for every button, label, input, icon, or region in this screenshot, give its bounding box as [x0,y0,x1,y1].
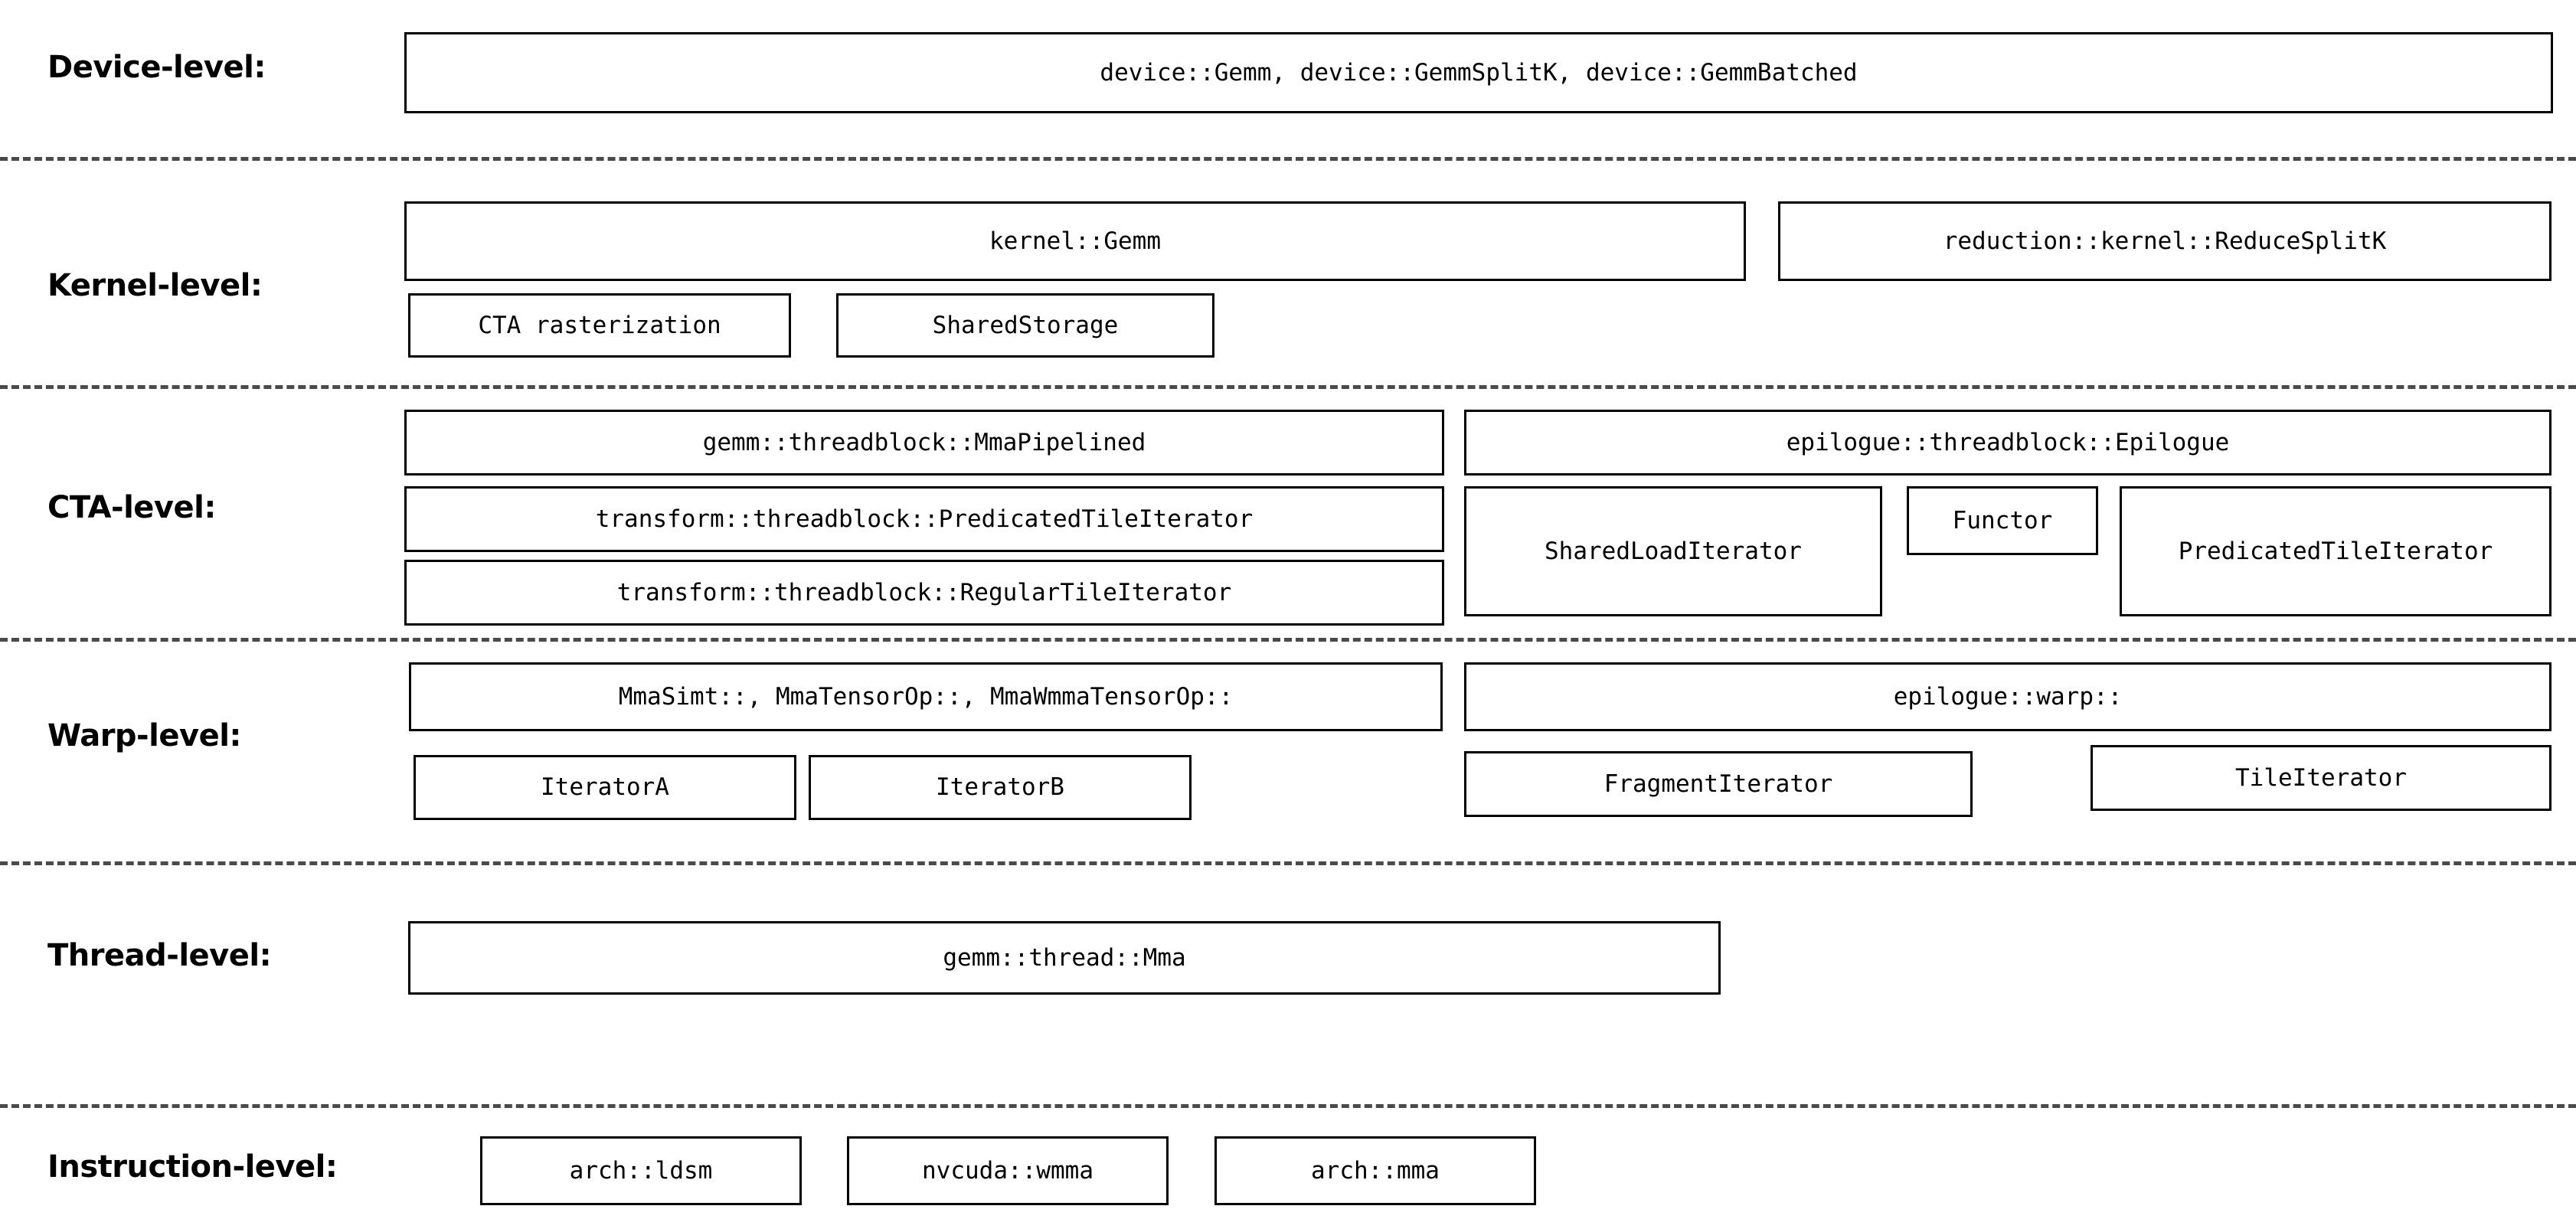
box-warp-mma-ops: MmaSimt::, MmaTensorOp::, MmaWmmaTensorO… [409,662,1443,731]
separator-cta-warp [0,638,2576,642]
box-reduction-kernel-reducesplitk: reduction::kernel::ReduceSplitK [1778,201,2551,281]
level-label-warp: Warp-level: [47,718,241,753]
level-label-device: Device-level: [47,50,266,85]
separator-thread-instruction [0,1104,2576,1108]
row-instruction-level: Instruction-level: arch::ldsm nvcuda::wm… [0,1104,2576,1219]
box-transform-threadblock-regulartileiterator: transform::threadblock::RegularTileItera… [404,560,1444,626]
box-fragment-iterator: FragmentIterator [1464,751,1973,817]
box-iterator-a: IteratorA [414,755,796,820]
level-label-thread: Thread-level: [47,938,272,973]
separator-warp-thread [0,861,2576,865]
row-warp-level: Warp-level: MmaSimt::, MmaTensorOp::, Mm… [0,638,2576,860]
level-label-kernel: Kernel-level: [47,268,263,303]
box-tile-iterator: TileIterator [2091,745,2551,811]
box-cta-rasterization: CTA rasterization [408,293,791,358]
box-nvcuda-wmma: nvcuda::wmma [847,1136,1169,1205]
box-gemm-thread-mma: gemm::thread::Mma [408,921,1721,995]
box-arch-ldsm: arch::ldsm [480,1136,802,1205]
box-arch-mma: arch::mma [1214,1136,1536,1205]
box-epilogue-predicatedtileiterator: PredicatedTileIterator [2120,486,2551,616]
box-shared-load-iterator: SharedLoadIterator [1464,486,1882,616]
box-epilogue-warp: epilogue::warp:: [1464,662,2551,731]
box-device-gemm: device::Gemm, device::GemmSplitK, device… [404,32,2553,113]
row-thread-level: Thread-level: gemm::thread::Mma [0,861,2576,1100]
row-kernel-level: Kernel-level: kernel::Gemm reduction::ke… [0,157,2576,384]
box-iterator-b: IteratorB [809,755,1192,820]
box-gemm-threadblock-mmapipelined: gemm::threadblock::MmaPipelined [404,410,1444,476]
row-device-level: Device-level: device::Gemm, device::Gemm… [0,0,2576,153]
box-transform-threadblock-predicatedtileiterator: transform::threadblock::PredicatedTileIt… [404,486,1444,552]
row-cta-level: CTA-level: gemm::threadblock::MmaPipelin… [0,385,2576,628]
separator-device-kernel [0,157,2576,161]
box-kernel-gemm: kernel::Gemm [404,201,1746,281]
level-label-instruction: Instruction-level: [47,1149,338,1185]
separator-kernel-cta [0,385,2576,389]
box-shared-storage: SharedStorage [836,293,1214,358]
box-functor: Functor [1907,486,2098,555]
box-epilogue-threadblock-epilogue: epilogue::threadblock::Epilogue [1464,410,2551,476]
level-label-cta: CTA-level: [47,490,216,525]
